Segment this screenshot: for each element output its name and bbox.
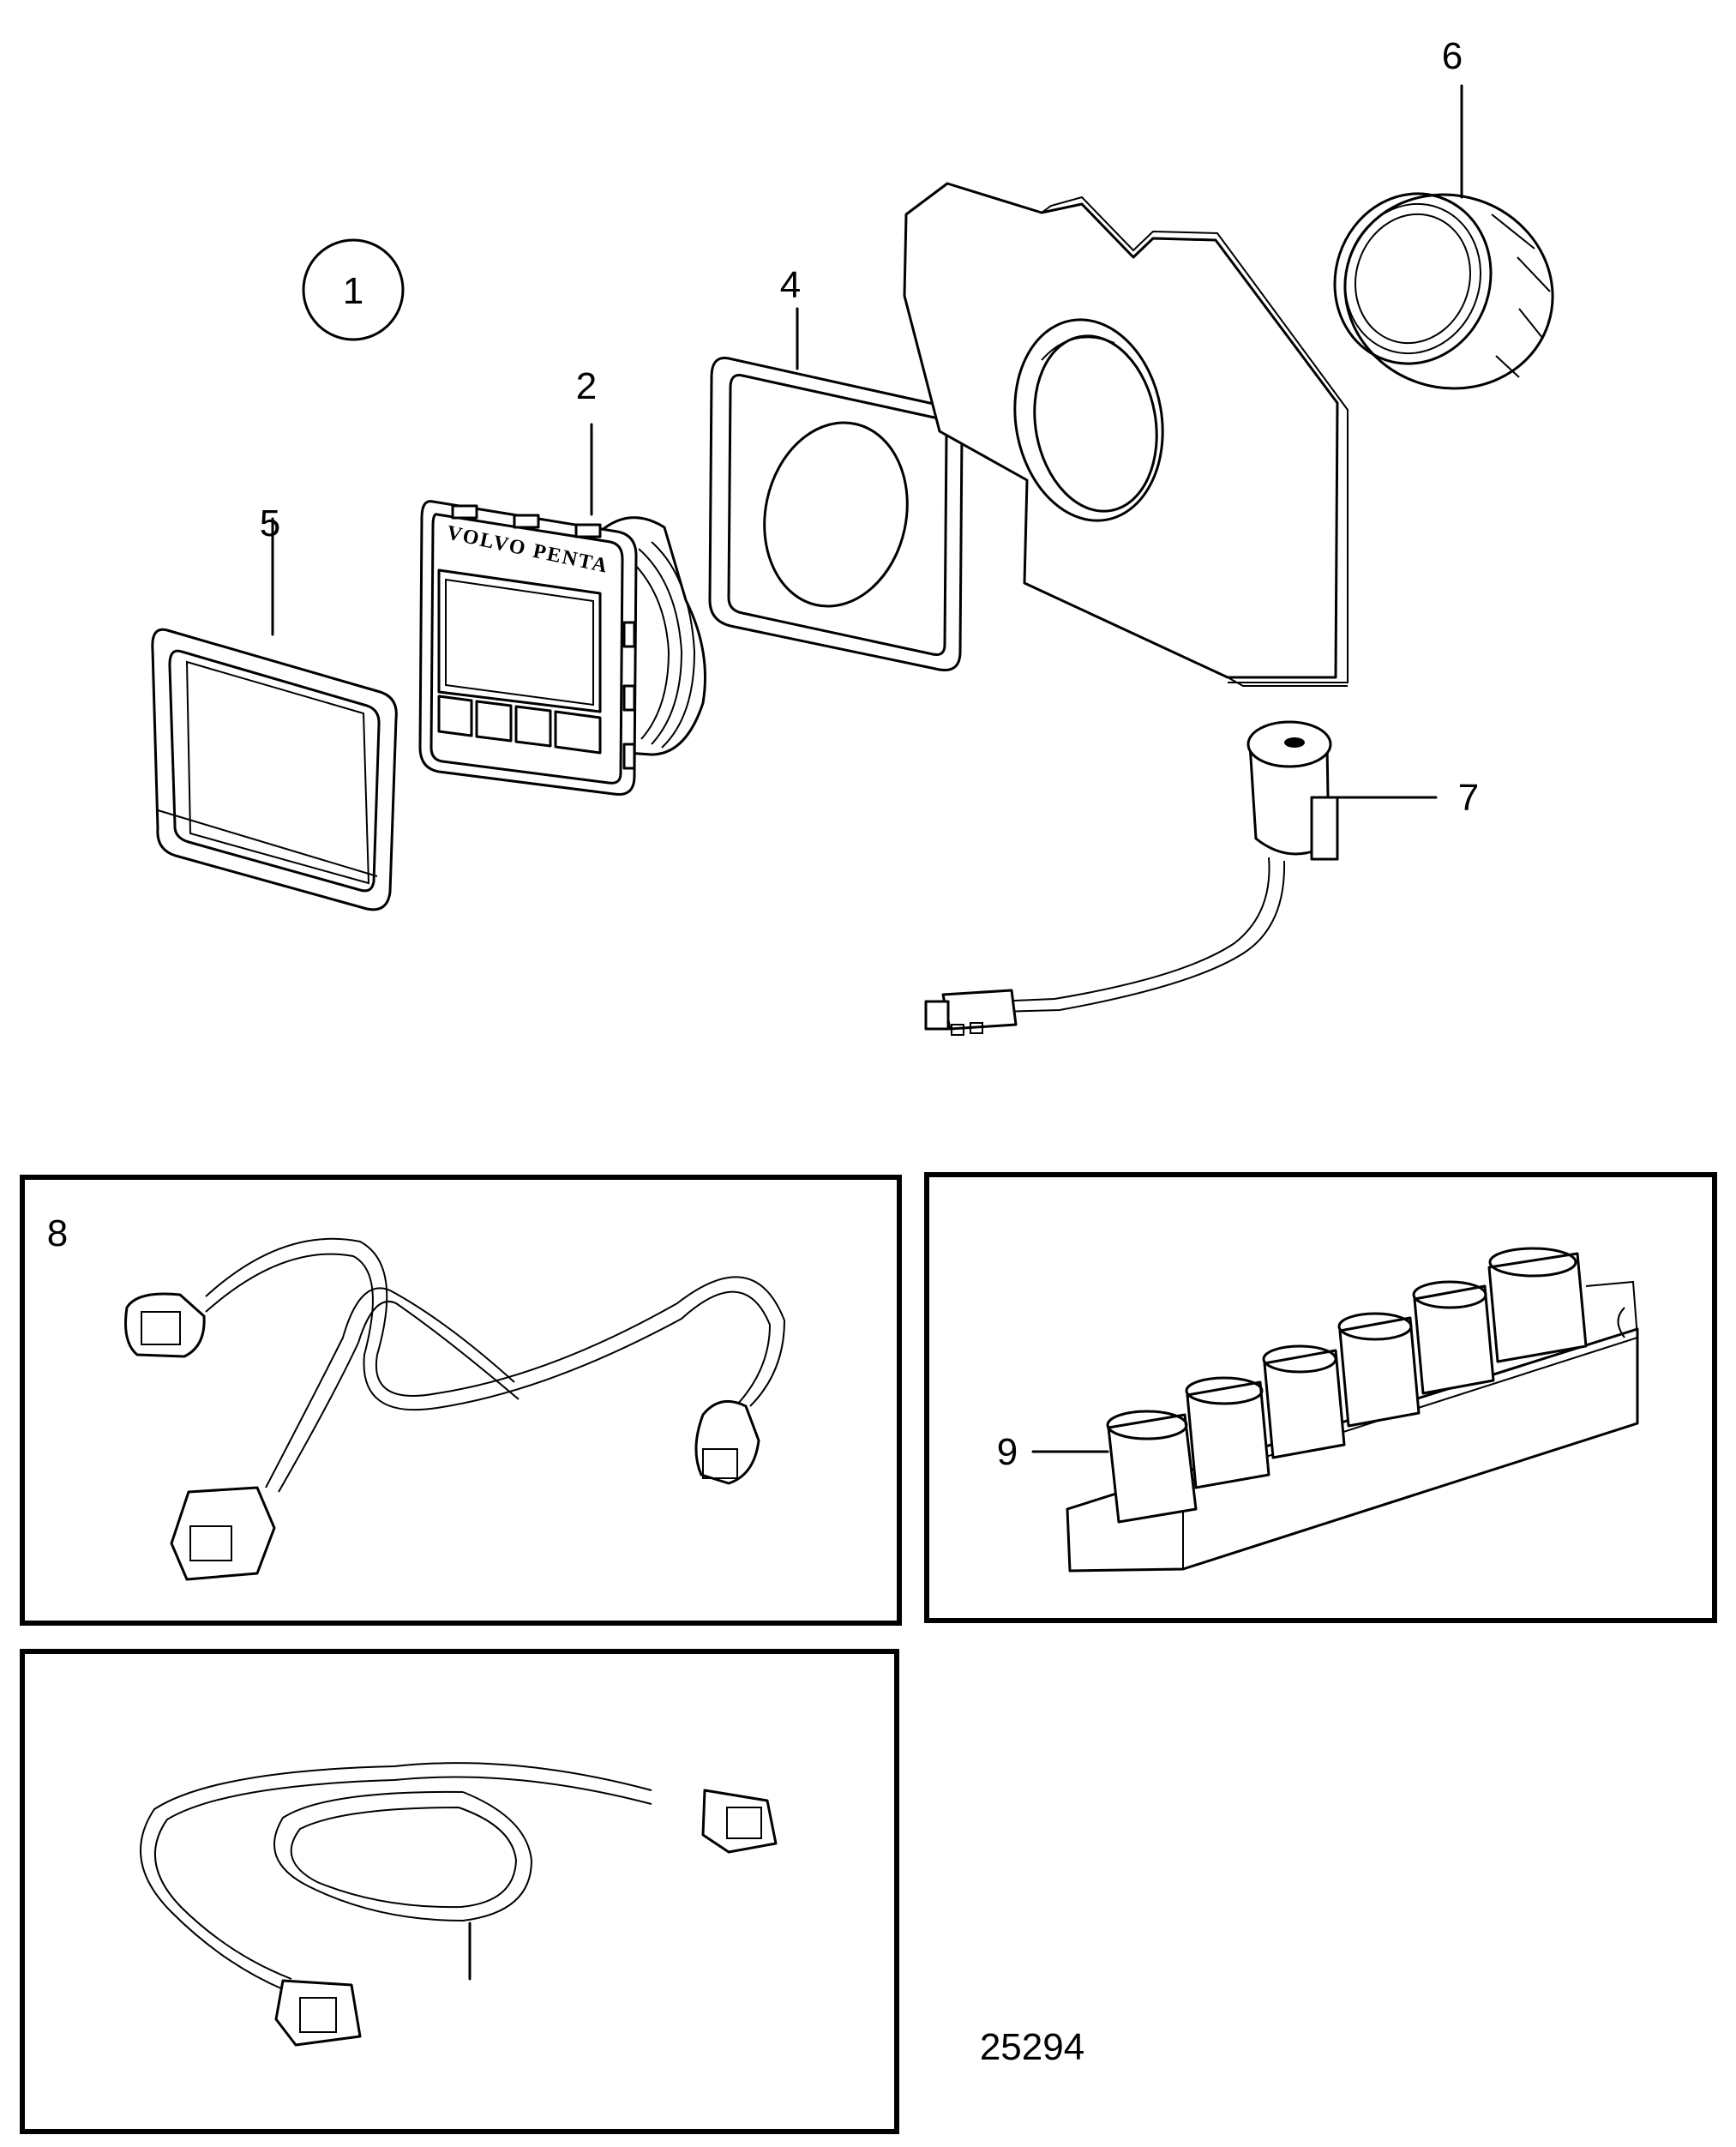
figure-number: 25294 <box>980 2026 1084 2068</box>
part-2-label: 2 <box>576 365 597 407</box>
part-5-label: 6 <box>1442 35 1463 77</box>
group-1-callout: 1 <box>302 238 405 341</box>
part-7-box: 8 <box>20 1175 902 1626</box>
panel-section <box>903 182 1349 687</box>
part-4-bezel-frame: 5 <box>151 502 398 911</box>
part-6-label: 7 <box>1458 777 1479 819</box>
part-8-box: 9 <box>924 1172 1717 1623</box>
part-2-display: VOLVO PENTA 2 <box>418 365 706 797</box>
group-1-label: 1 <box>343 270 363 312</box>
part-7-label: 8 <box>47 1212 68 1254</box>
part-4-label: 5 <box>260 502 280 544</box>
part-3-label: 4 <box>780 264 801 306</box>
part-5-nut: 6 <box>1333 35 1554 390</box>
part-8-label: 9 <box>997 1431 1018 1473</box>
part-9-box <box>20 1649 899 2134</box>
part-6-buzzer: 7 <box>924 720 1479 1036</box>
